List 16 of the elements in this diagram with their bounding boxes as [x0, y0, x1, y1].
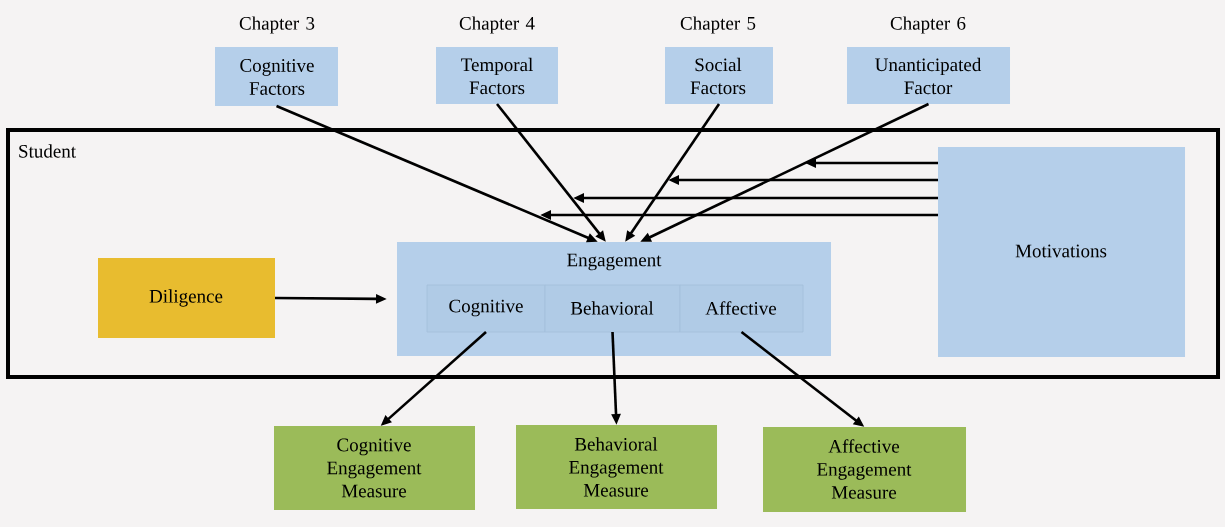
engagement-part: Behavioral: [544, 284, 681, 333]
measure-box: Affective Engagement Measure: [763, 427, 966, 512]
engagement-part: Affective: [679, 284, 804, 333]
factor-box: Chapter 3 Cognitive Factors: [215, 16, 338, 106]
engagement-part: Cognitive: [426, 284, 546, 333]
factor-box: Chapter 5 Social Factors: [665, 16, 773, 104]
node-label: Chapter 3: [239, 16, 315, 34]
measure-box: Cognitive Engagement Measure: [274, 426, 475, 510]
node-label: Chapter 6: [890, 16, 966, 34]
node-label: Chapter 5: [680, 16, 756, 34]
factor-box: Chapter 6 Unanticipated Factor: [847, 16, 1010, 104]
diligence-box: Diligence: [98, 258, 275, 338]
node-label: Chapter 4: [459, 16, 535, 34]
factor-box: Chapter 4 Temporal Factors: [436, 16, 558, 104]
measure-box: Behavioral Engagement Measure: [516, 425, 717, 509]
motivations-box: Motivations: [938, 147, 1185, 357]
